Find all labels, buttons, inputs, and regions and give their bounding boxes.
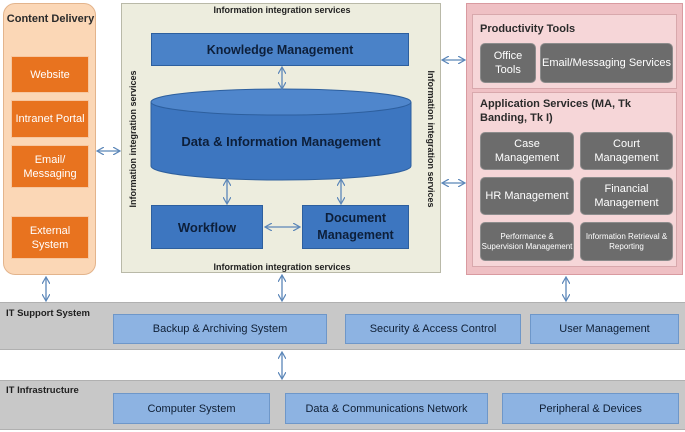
productivity-tools-panel: Productivity Tools Office Tools Email/Me… <box>472 14 677 89</box>
financial-management-box: Financial Management <box>580 177 673 215</box>
knowledge-management-box: Knowledge Management <box>151 33 409 66</box>
user-management-box: User Management <box>530 314 679 344</box>
integration-label-top: Information integration services <box>213 5 351 15</box>
website-box: Website <box>11 56 89 93</box>
hr-management-box: HR Management <box>480 177 574 215</box>
court-management-box: Court Management <box>580 132 673 170</box>
data-information-label: Data & Information Management <box>181 133 381 149</box>
workflow-box: Workflow <box>151 205 263 249</box>
office-tools-box: Office Tools <box>480 43 536 83</box>
intranet-portal-box: Intranet Portal <box>11 100 89 138</box>
integration-label-bottom: Information integration services <box>213 262 351 272</box>
computer-system-box: Computer System <box>113 393 270 424</box>
it-infrastructure-band: IT Infrastructure Computer System Data &… <box>0 380 685 430</box>
document-management-box: Document Management <box>302 205 409 249</box>
data-information-cylinder <box>150 88 412 181</box>
external-system-box: External System <box>11 216 89 259</box>
security-access-box: Security & Access Control <box>345 314 521 344</box>
right-services-panel: Productivity Tools Office Tools Email/Me… <box>466 3 683 275</box>
application-services-panel: Application Services (MA, Tk Banding, Tk… <box>472 92 677 267</box>
case-management-box: Case Management <box>480 132 574 170</box>
email-messaging-services-box: Email/Messaging Services <box>540 43 673 83</box>
content-delivery-title: Content Delivery <box>6 13 95 25</box>
it-support-band: IT Support System Backup & Archiving Sys… <box>0 302 685 350</box>
productivity-tools-title: Productivity Tools <box>480 23 576 35</box>
it-support-title: IT Support System <box>6 308 90 319</box>
content-delivery-panel: Content Delivery Website Intranet Portal… <box>3 3 96 275</box>
application-services-title: Application Services (MA, Tk Banding, Tk… <box>480 98 631 124</box>
email-messaging-box: Email/ Messaging <box>11 145 89 188</box>
peripheral-devices-box: Peripheral & Devices <box>502 393 679 424</box>
information-retrieval-box: Information Retrieval & Reporting <box>580 222 673 261</box>
data-communications-box: Data & Communications Network <box>285 393 488 424</box>
performance-supervision-box: Performance & Supervision Management <box>480 222 574 261</box>
backup-archiving-box: Backup & Archiving System <box>113 314 327 344</box>
it-infrastructure-title: IT Infrastructure <box>6 385 79 396</box>
